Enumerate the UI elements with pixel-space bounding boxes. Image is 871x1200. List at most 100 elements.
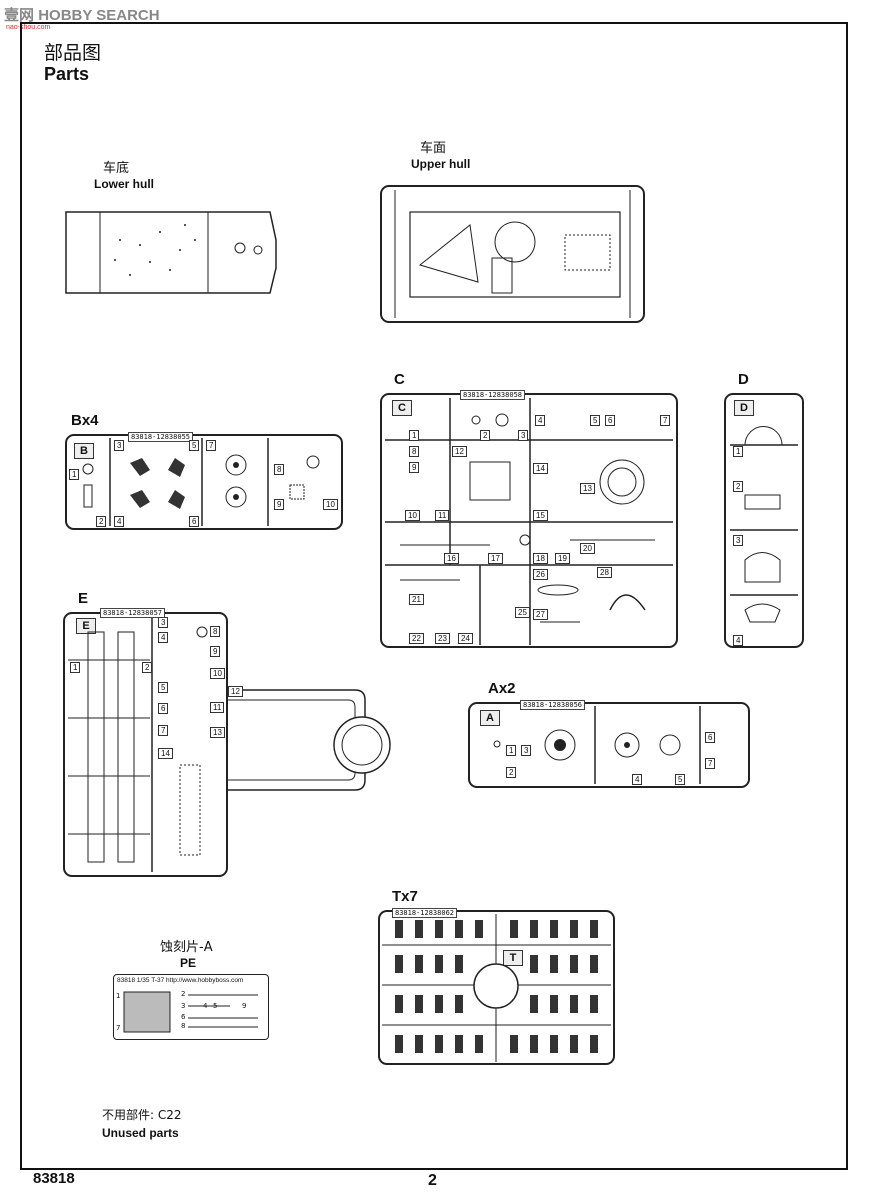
pe-part-5: 5 [213, 1002, 218, 1010]
sprue-d-part-4: 4 [733, 635, 744, 646]
sprue-e-part-11: 11 [210, 702, 225, 713]
sprue-e-part-9: 9 [210, 646, 221, 657]
sprue-t-code: 83818-12838062 [392, 908, 458, 918]
sprue-c-part-13: 13 [580, 483, 595, 494]
pe-part-8: 8 [181, 1022, 186, 1030]
sprue-b-label: Bx4 [71, 412, 99, 429]
pe-part-7: 7 [116, 1024, 121, 1032]
sprue-c-part-12: 12 [452, 446, 467, 457]
sprue-b-part-10: 10 [323, 499, 338, 510]
page-number: 2 [428, 1172, 437, 1189]
watermark-logo: 壹网 HOBBY SEARCH [4, 7, 160, 24]
sprue-a-code: 83818-12838056 [520, 700, 586, 710]
sprue-e-part-6: 6 [158, 703, 169, 714]
sprue-c-part-10: 10 [405, 510, 420, 521]
upper-hull-label-cn: 车面 [420, 141, 447, 156]
sprue-c-part-21: 21 [409, 594, 424, 605]
pe-fret [113, 974, 269, 1040]
sprue-c-part-11: 11 [435, 510, 450, 521]
sprue-e-part-1: 1 [70, 662, 81, 673]
sprue-e-part-8: 8 [210, 626, 221, 637]
sprue-c-part-19: 19 [555, 553, 570, 564]
sprue-b-part-2: 2 [96, 516, 107, 527]
sprue-b-part-7: 7 [206, 440, 217, 451]
sprue-b-code: 83818-12838055 [128, 432, 194, 442]
sprue-c-part-2: 2 [480, 430, 491, 441]
sprue-e-tag: E [76, 618, 96, 634]
sprue-c-part-7: 7 [660, 415, 671, 426]
sprue-b-tag: B [74, 443, 94, 459]
pe-part-1: 1 [116, 992, 121, 1000]
sprue-c-tag: C [392, 400, 412, 416]
sprue-e-part-4: 4 [158, 632, 169, 643]
sprue-a-part-4: 4 [632, 774, 643, 785]
sprue-e-part-14: 14 [158, 748, 173, 759]
sprue-a-part-6: 6 [705, 732, 716, 743]
lower-hull-label-en: Lower hull [94, 177, 154, 191]
sprue-t-tag: T [503, 950, 523, 966]
sprue-c-part-9: 9 [409, 462, 420, 473]
unused-parts-en: Unused parts [102, 1126, 179, 1140]
sprue-e-part-2: 2 [142, 662, 153, 673]
sprue-c-part-4: 4 [535, 415, 546, 426]
sprue-c-part-18: 18 [533, 553, 548, 564]
sprue-e-part-10: 10 [210, 668, 225, 679]
sprue-b-part-8: 8 [274, 464, 285, 475]
sprue-e-part-5: 5 [158, 682, 169, 693]
sprue-t-label: Tx7 [392, 888, 418, 905]
sprue-t-frame [378, 910, 615, 1065]
sprue-d-part-1: 1 [733, 446, 744, 457]
sprue-b-part-4: 4 [114, 516, 125, 527]
footer-product-code: 83818 [33, 1170, 75, 1187]
pe-label-en: PE [180, 956, 197, 970]
sprue-b-frame [65, 434, 343, 530]
sprue-e-part-3: 3 [158, 617, 169, 628]
sprue-c-part-26: 26 [533, 569, 548, 580]
page-frame [20, 22, 848, 1170]
pe-part-9: 9 [242, 1002, 247, 1010]
sprue-d-tag: D [734, 400, 754, 416]
sprue-c-part-27: 27 [533, 609, 548, 620]
sprue-b-part-3: 3 [114, 440, 125, 451]
sprue-c-part-1: 1 [409, 430, 420, 441]
pe-part-4: 4 [203, 1002, 208, 1010]
sprue-b-part-6: 6 [189, 516, 200, 527]
pe-fret-header: 83818 1/35 T-37 http://www.hobbyboss.com [117, 977, 244, 984]
sprue-c-part-15: 15 [533, 510, 548, 521]
sprue-b-part-1: 1 [69, 469, 80, 480]
pe-label-cn: 蚀刻片-A [160, 940, 213, 955]
pe-part-3: 3 [181, 1002, 186, 1010]
pe-part-2: 2 [181, 990, 186, 998]
page-title-cn: 部品图 [44, 42, 102, 64]
sprue-a-part-2: 2 [506, 767, 517, 778]
sprue-c-part-20: 20 [580, 543, 595, 554]
pe-part-6: 6 [181, 1013, 186, 1021]
upper-hull-sprue [380, 185, 645, 323]
sprue-c-label: C [394, 371, 405, 388]
sprue-c-part-14: 14 [533, 463, 548, 474]
watermark-url: nao-shou.com [6, 24, 51, 31]
sprue-c-part-6: 6 [605, 415, 616, 426]
sprue-c-frame [380, 393, 678, 648]
sprue-a-part-3: 3 [521, 745, 532, 756]
sprue-d-part-3: 3 [733, 535, 744, 546]
sprue-e-part-13: 13 [210, 727, 225, 738]
sprue-d-part-2: 2 [733, 481, 744, 492]
lower-hull-label-cn: 车底 [103, 161, 130, 176]
sprue-c-part-23: 23 [435, 633, 450, 644]
sprue-a-part-5: 5 [675, 774, 686, 785]
sprue-c-part-16: 16 [444, 553, 459, 564]
upper-hull-label-en: Upper hull [411, 157, 471, 171]
sprue-d-label: D [738, 371, 749, 388]
page-title-en: Parts [44, 64, 90, 84]
sprue-c-part-24: 24 [458, 633, 473, 644]
sprue-a-tag: A [480, 710, 500, 726]
sprue-c-part-5: 5 [590, 415, 601, 426]
